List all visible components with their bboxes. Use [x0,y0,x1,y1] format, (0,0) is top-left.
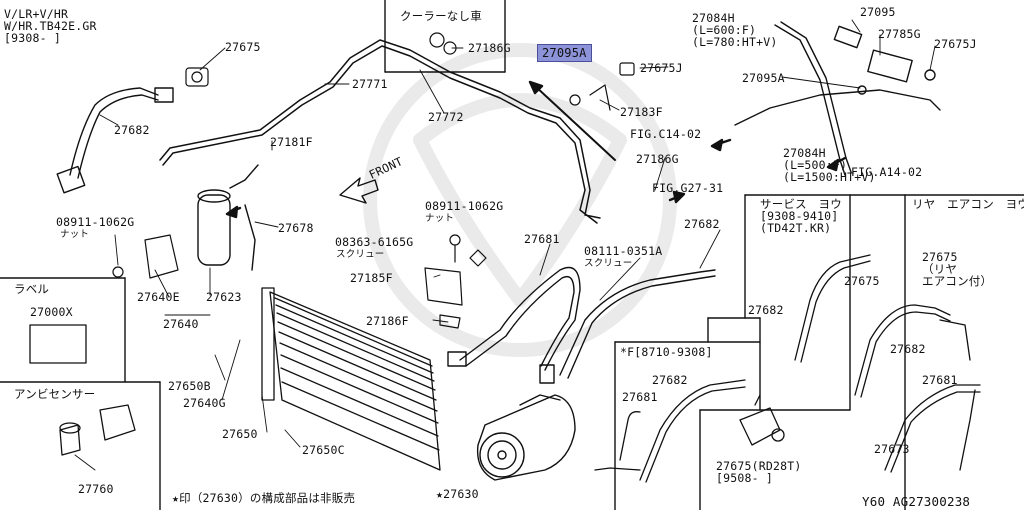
part-label-27678: 27678 [278,221,314,235]
front-arrow [339,177,379,204]
fig-ref-g27[interactable]: FIG.G27-31 [652,181,724,195]
part-label-27000x: 27000X [30,305,73,319]
part-label-27186g: 27186G [468,41,511,55]
part-label-27682-f: 27682 [652,373,688,387]
bracket-27640e [112,234,179,279]
figure-arrows [225,80,847,219]
part-label-08911-left: 08911-1062G [56,215,135,229]
hose-27084h-top-label: 27084H (L=600:F) (L=780:HT+V) [692,11,778,49]
compressor [476,394,576,481]
part-label-27682-rear: 27682 [890,342,926,356]
hose-27681 [447,266,581,384]
part-label-27095: 27095 [860,5,896,19]
part-label-08111: 08111-0351A [584,244,663,258]
rd28t-note: 27675(RD28T) [9508- ] [716,459,802,485]
part-label-27650c: 27650C [302,443,345,457]
part-label-27640e: 27640E [137,290,180,304]
part-label-27186g-right: 27186G [636,152,679,166]
hose-27084h [734,21,941,176]
diagram-code: Y60 AG27300238 [862,494,971,509]
label-section-title: ラベル [14,282,50,296]
hose-27084h-bottom-label: 27084H (L=500:F) (L=1500:HT+V) [783,146,876,184]
part-label-27623: 27623 [206,290,242,304]
part-label-08363: 08363-6165G [335,235,414,249]
part-label-27682-center: 27682 [684,217,720,231]
part-label-27772: 27772 [428,110,464,124]
leader-lines [74,19,936,471]
nut-label-left: ナット [60,229,90,240]
part-label-27186f: 27186F [366,314,409,328]
fitting-27675 [185,67,209,87]
part-label-27640g: 27640G [183,396,226,410]
bracket-27185f [424,234,487,329]
service-section-title: サービス ヨウ [9308-9410] (TD42T.KR) [760,197,842,235]
highlighted-part-27095a[interactable]: 27095A [537,44,592,62]
hose-f-variant [594,379,746,483]
ambient-sensor [59,404,136,456]
part-label-27673: 27673 [874,442,910,456]
variant-header: V/LR+V/HR W/HR.TB42E.GR [9308- ] [4,7,97,45]
part-label-27785g: 27785G [878,27,921,41]
part-label-27682-service: 27682 [748,303,784,317]
part-label-27682: 27682 [114,123,150,137]
fig-ref-a14[interactable]: FIG.A14-02 [851,165,923,179]
ambient-section-title: アンビセンサー [14,387,96,401]
part-label-27095a: 27095A [742,71,785,85]
fig-ref-c14[interactable]: FIG.C14-02 [630,127,702,141]
pipe-27771 [159,39,601,224]
part-label-27675-service: 27675 [844,274,880,288]
part-label-08911-center: 08911-1062G [425,199,504,213]
rear-ac-note: 27675 （リヤ エアコン付） [922,250,993,288]
hose-27682-top-left [56,87,174,194]
rear-ac-section-title: リヤ エアコン ヨウ [912,197,1024,211]
part-label-27681-f: 27681 [622,390,658,404]
condenser [261,287,441,471]
part-label-27760: 27760 [78,482,114,496]
f-section-title: *F[8710-9308] [620,345,713,359]
sensor-27675-rd28t [739,394,785,446]
part-label-27181f: 27181F [270,135,313,149]
part-label-27681-rear: 27681 [922,373,958,387]
hose-rear-ac [794,254,981,473]
label-plate [29,324,87,364]
screw-label-center: スクリュー [336,249,385,260]
part-label-27185f: 27185F [350,271,393,285]
part-label-27771: 27771 [352,77,388,91]
part-label-27183f: 27183F [620,105,663,119]
screw-label-right: スクリュー [584,258,633,269]
no-cooler-label: クーラーなし車 [400,9,482,23]
part-label-27650: 27650 [222,427,258,441]
footnote: ★印（27630）の構成部品は非販売 [172,491,356,505]
part-label-27675j-right: 27675J [934,37,977,51]
hose-27682-center [559,269,716,379]
part-label-27640: 27640 [163,317,199,331]
part-label-27681: 27681 [524,232,560,246]
part-label-27630: ★27630 [436,487,479,501]
part-label-27675: 27675 [225,40,261,54]
nut-label-center: ナット [425,213,455,224]
receiver-drier [197,164,259,271]
part-label-27675j: 27675J [640,61,683,75]
part-label-27650b: 27650B [168,379,211,393]
